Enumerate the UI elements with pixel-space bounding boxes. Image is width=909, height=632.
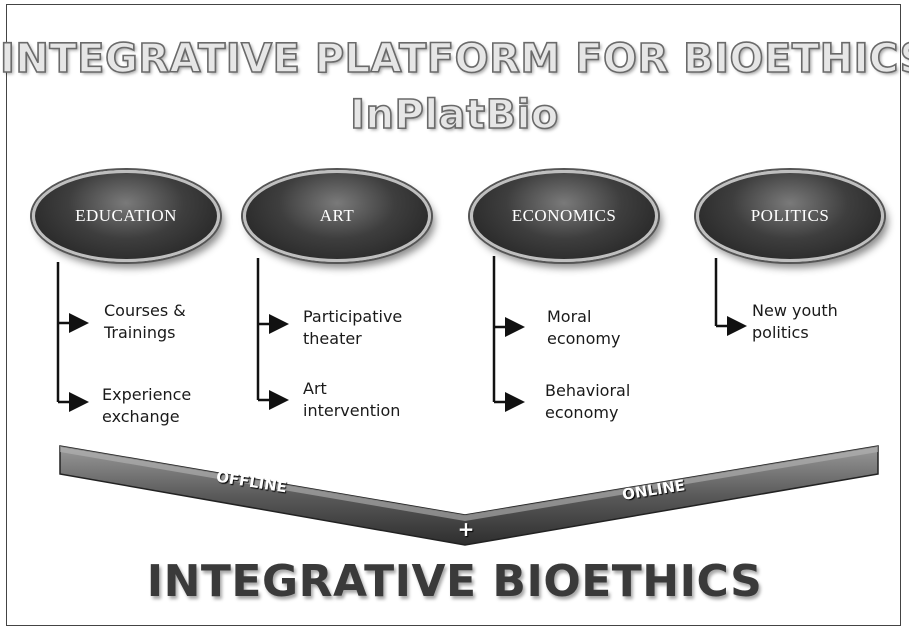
node-politics: POLITICS [696, 170, 884, 262]
diagram-frame [6, 4, 901, 626]
bottom-title: INTEGRATIVE BIOETHICS [146, 556, 763, 607]
node-education: EDUCATION [32, 170, 220, 262]
node-politics-label: POLITICS [750, 206, 830, 225]
economics-item-2: Behavioral economy [545, 381, 631, 422]
node-economics: ECONOMICS [470, 170, 658, 262]
education-item-1: Courses & Trainings [104, 301, 186, 342]
band-joiner: + [457, 517, 475, 541]
education-item-2: Experience exchange [102, 385, 192, 426]
node-economics-label: ECONOMICS [511, 206, 617, 225]
art-item-1: Participative theater [303, 307, 403, 348]
subtitle: InPlatBio [349, 91, 559, 139]
node-art-label: ART [319, 206, 355, 225]
node-education-label: EDUCATION [75, 206, 177, 225]
node-art: ART [243, 170, 431, 262]
main-title: INTEGRATIVE PLATFORM FOR BIOETHICS [0, 35, 909, 83]
economics-item-1: Moral economy [547, 307, 621, 348]
politics-item-1: New youth politics [752, 301, 838, 342]
art-item-2: Art intervention [303, 379, 401, 420]
